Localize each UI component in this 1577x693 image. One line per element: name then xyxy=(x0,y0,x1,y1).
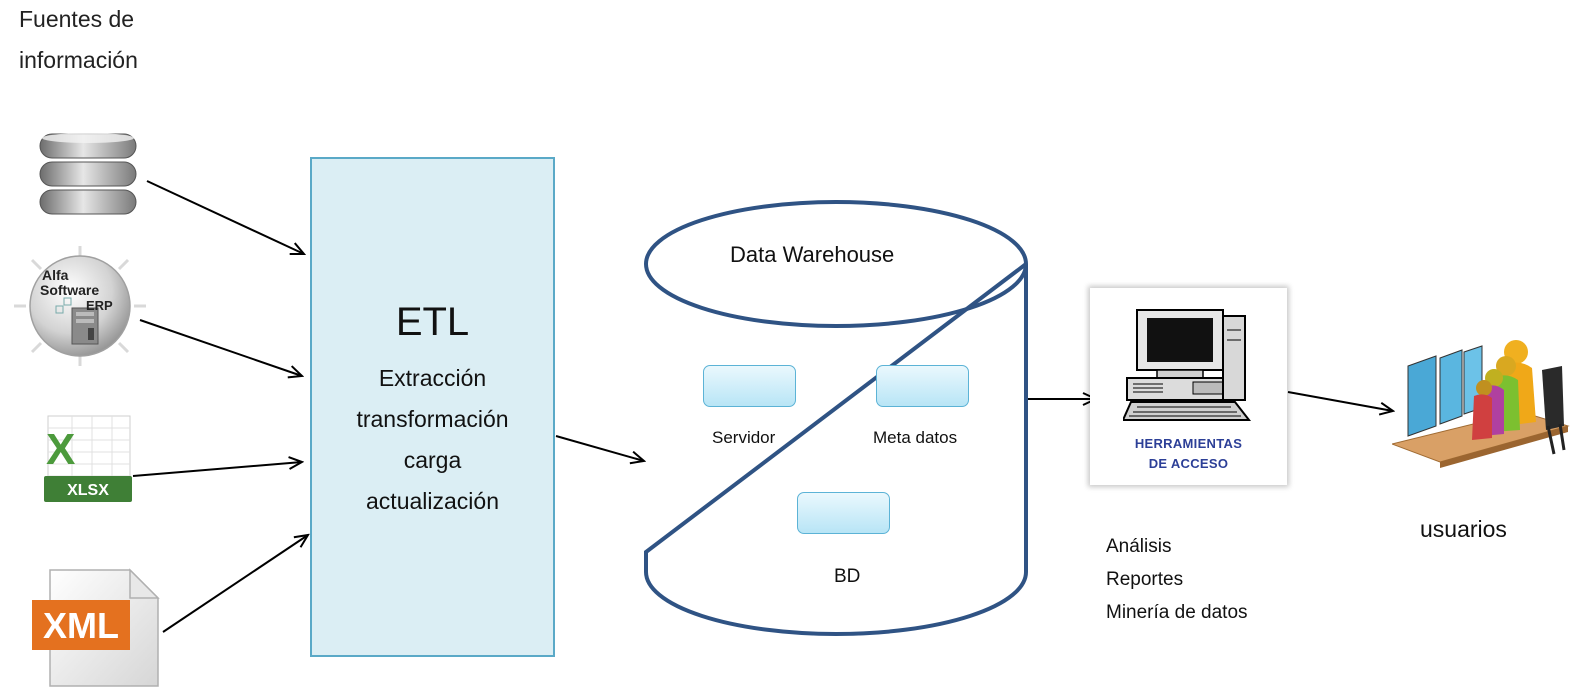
xml-file-icon: XML xyxy=(32,568,160,687)
etl-step-extraction: Extracción xyxy=(378,365,487,391)
sources-title-line1: Fuentes de xyxy=(19,6,135,32)
xml-badge: XML xyxy=(43,605,119,646)
erp-text-1: Alfa xyxy=(42,267,69,283)
metadata-box xyxy=(876,365,969,407)
use-data-mining: Minería de datos xyxy=(1106,602,1248,623)
server-label: Servidor xyxy=(712,428,776,447)
database-box xyxy=(797,492,890,534)
sources-title-line2: información xyxy=(19,47,138,73)
database-icon xyxy=(39,133,137,215)
erp-text-2: Software xyxy=(40,282,99,298)
etl-step-load: carga xyxy=(403,447,462,473)
computer-icon xyxy=(1123,309,1252,421)
erp-icon: Alfa Software ERP xyxy=(14,246,146,366)
etl-title: ETL xyxy=(395,300,470,344)
tools-title-line2: DE ACCESO xyxy=(1148,456,1229,471)
excel-badge: XLSX xyxy=(67,482,109,499)
excel-letter: X xyxy=(46,425,75,474)
arrow-erp-to-etl xyxy=(139,319,302,376)
etl-step-update: actualización xyxy=(366,488,499,514)
arrow-tools-to-users xyxy=(1287,391,1393,411)
server-box xyxy=(703,365,796,407)
warehouse-title: Data Warehouse xyxy=(730,242,895,267)
erp-text-3: ERP xyxy=(86,298,113,313)
metadata-label: Meta datos xyxy=(873,428,958,447)
etl-box xyxy=(310,157,555,657)
tools-title-line1: HERRAMIENTAS xyxy=(1134,436,1243,451)
data-warehouse-cylinder xyxy=(644,200,1028,636)
use-analysis: Análisis xyxy=(1106,536,1172,557)
etl-step-transformation: transformación xyxy=(356,406,509,432)
arrow-excel-to-etl xyxy=(132,462,302,477)
database-label: BD xyxy=(834,566,861,587)
users-icon xyxy=(1392,340,1570,468)
arrow-etl-to-warehouse xyxy=(555,435,644,461)
arrow-database-to-etl xyxy=(146,180,304,254)
arrow-xml-to-etl xyxy=(162,535,308,633)
excel-icon: X XLSX xyxy=(44,415,132,502)
users-label: usuarios xyxy=(1420,516,1507,542)
use-reports: Reportes xyxy=(1106,569,1184,590)
